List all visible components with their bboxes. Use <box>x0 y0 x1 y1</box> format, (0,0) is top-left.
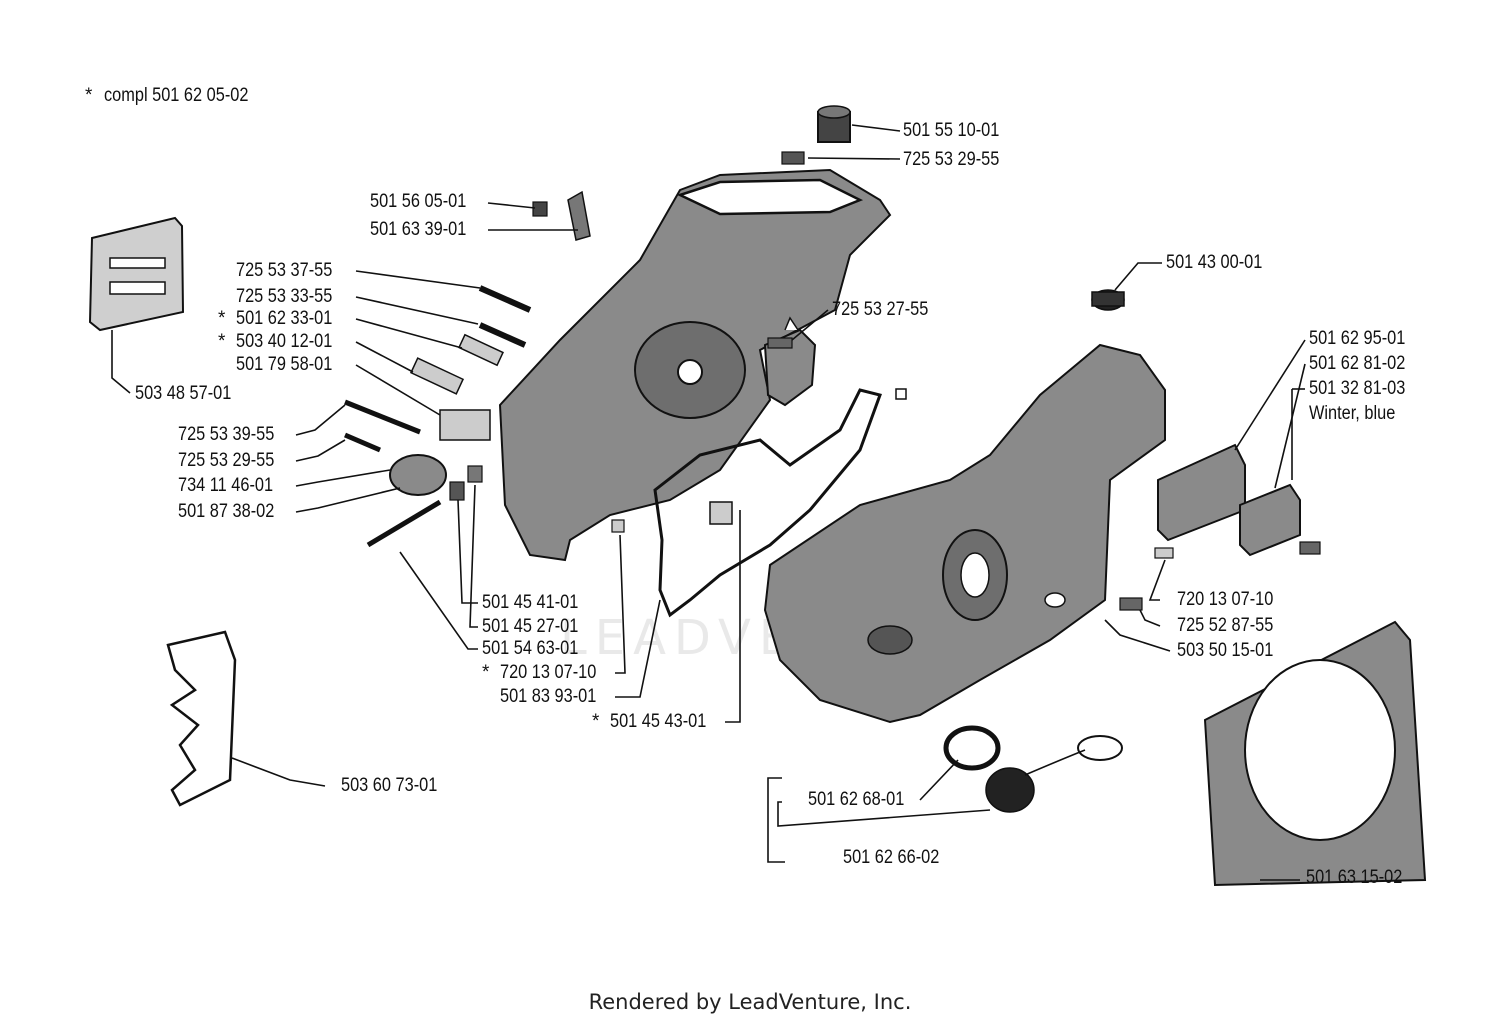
part-label[interactable]: 725 53 29-55 <box>903 149 1000 170</box>
cover-plate <box>1157 443 1246 542</box>
chain-catcher <box>166 630 237 807</box>
gasket <box>653 388 882 618</box>
part-label[interactable]: 501 62 95-01 <box>1309 328 1406 349</box>
part-asterisk: * <box>592 711 600 732</box>
leader-lines <box>111 124 1306 881</box>
part-label[interactable]: 503 40 12-01 <box>236 331 333 352</box>
right-crankcase-half <box>763 343 1166 724</box>
part-asterisk: * <box>218 308 226 329</box>
part-label[interactable]: 501 45 41-01 <box>482 592 579 613</box>
part-label[interactable]: 720 13 07-10 <box>1177 589 1274 610</box>
part-label[interactable]: 501 87 38-02 <box>178 501 275 522</box>
part-label[interactable]: 501 79 58-01 <box>236 354 333 375</box>
part-label[interactable]: 501 63 39-01 <box>370 219 467 240</box>
part-label[interactable]: 503 48 57-01 <box>135 383 232 404</box>
note-complete-assembly: compl 501 62 05-02 <box>104 85 249 106</box>
fuel-cap <box>943 725 1123 813</box>
part-label[interactable]: 725 53 37-55 <box>236 260 333 281</box>
part-label[interactable]: 501 54 63-01 <box>482 638 579 659</box>
starter-housing <box>1203 620 1427 887</box>
part-label[interactable]: 501 43 00-01 <box>1166 252 1263 273</box>
part-asterisk: * <box>482 662 490 683</box>
rubber-plug <box>1091 289 1125 311</box>
part-asterisk: * <box>218 331 226 352</box>
vibration-damper <box>817 105 851 143</box>
fasteners <box>344 151 1321 611</box>
part-variant-note: Winter, blue <box>1309 403 1396 424</box>
part-label[interactable]: 720 13 07-10 <box>500 662 597 683</box>
part-label[interactable]: 725 53 27-55 <box>832 299 929 320</box>
left-crankcase-half <box>498 168 892 562</box>
part-label[interactable]: 725 53 33-55 <box>236 286 333 307</box>
part-label[interactable]: 501 45 27-01 <box>482 616 579 637</box>
oil-pump <box>763 316 817 407</box>
part-label[interactable]: 501 62 81-02 <box>1309 353 1406 374</box>
part-label[interactable]: 503 60 73-01 <box>341 775 438 796</box>
part-label[interactable]: 501 83 93-01 <box>500 686 597 707</box>
part-label[interactable]: 501 32 81-03 <box>1309 378 1406 399</box>
part-label[interactable]: 725 53 29-55 <box>178 450 275 471</box>
chain-guide-plate <box>88 216 185 332</box>
part-label[interactable]: 501 62 33-01 <box>236 308 333 329</box>
part-label[interactable]: 503 50 15-01 <box>1177 640 1274 661</box>
winter-plate <box>1239 483 1301 557</box>
footer-credit: Rendered by LeadVenture, Inc. <box>588 990 912 1014</box>
part-label[interactable]: 501 45 43-01 <box>610 711 707 732</box>
part-label[interactable]: 725 52 87-55 <box>1177 615 1274 636</box>
part-label[interactable]: 734 11 46-01 <box>178 475 274 496</box>
part-label[interactable]: 501 62 66-02 <box>843 847 940 868</box>
part-label[interactable]: 501 56 05-01 <box>370 191 467 212</box>
note-asterisk: * <box>85 85 93 106</box>
part-label[interactable]: 725 53 39-55 <box>178 424 275 445</box>
part-label[interactable]: 501 62 68-01 <box>808 789 905 810</box>
part-label[interactable]: 501 63 15-02 <box>1306 867 1403 888</box>
part-label[interactable]: 501 55 10-01 <box>903 120 1000 141</box>
